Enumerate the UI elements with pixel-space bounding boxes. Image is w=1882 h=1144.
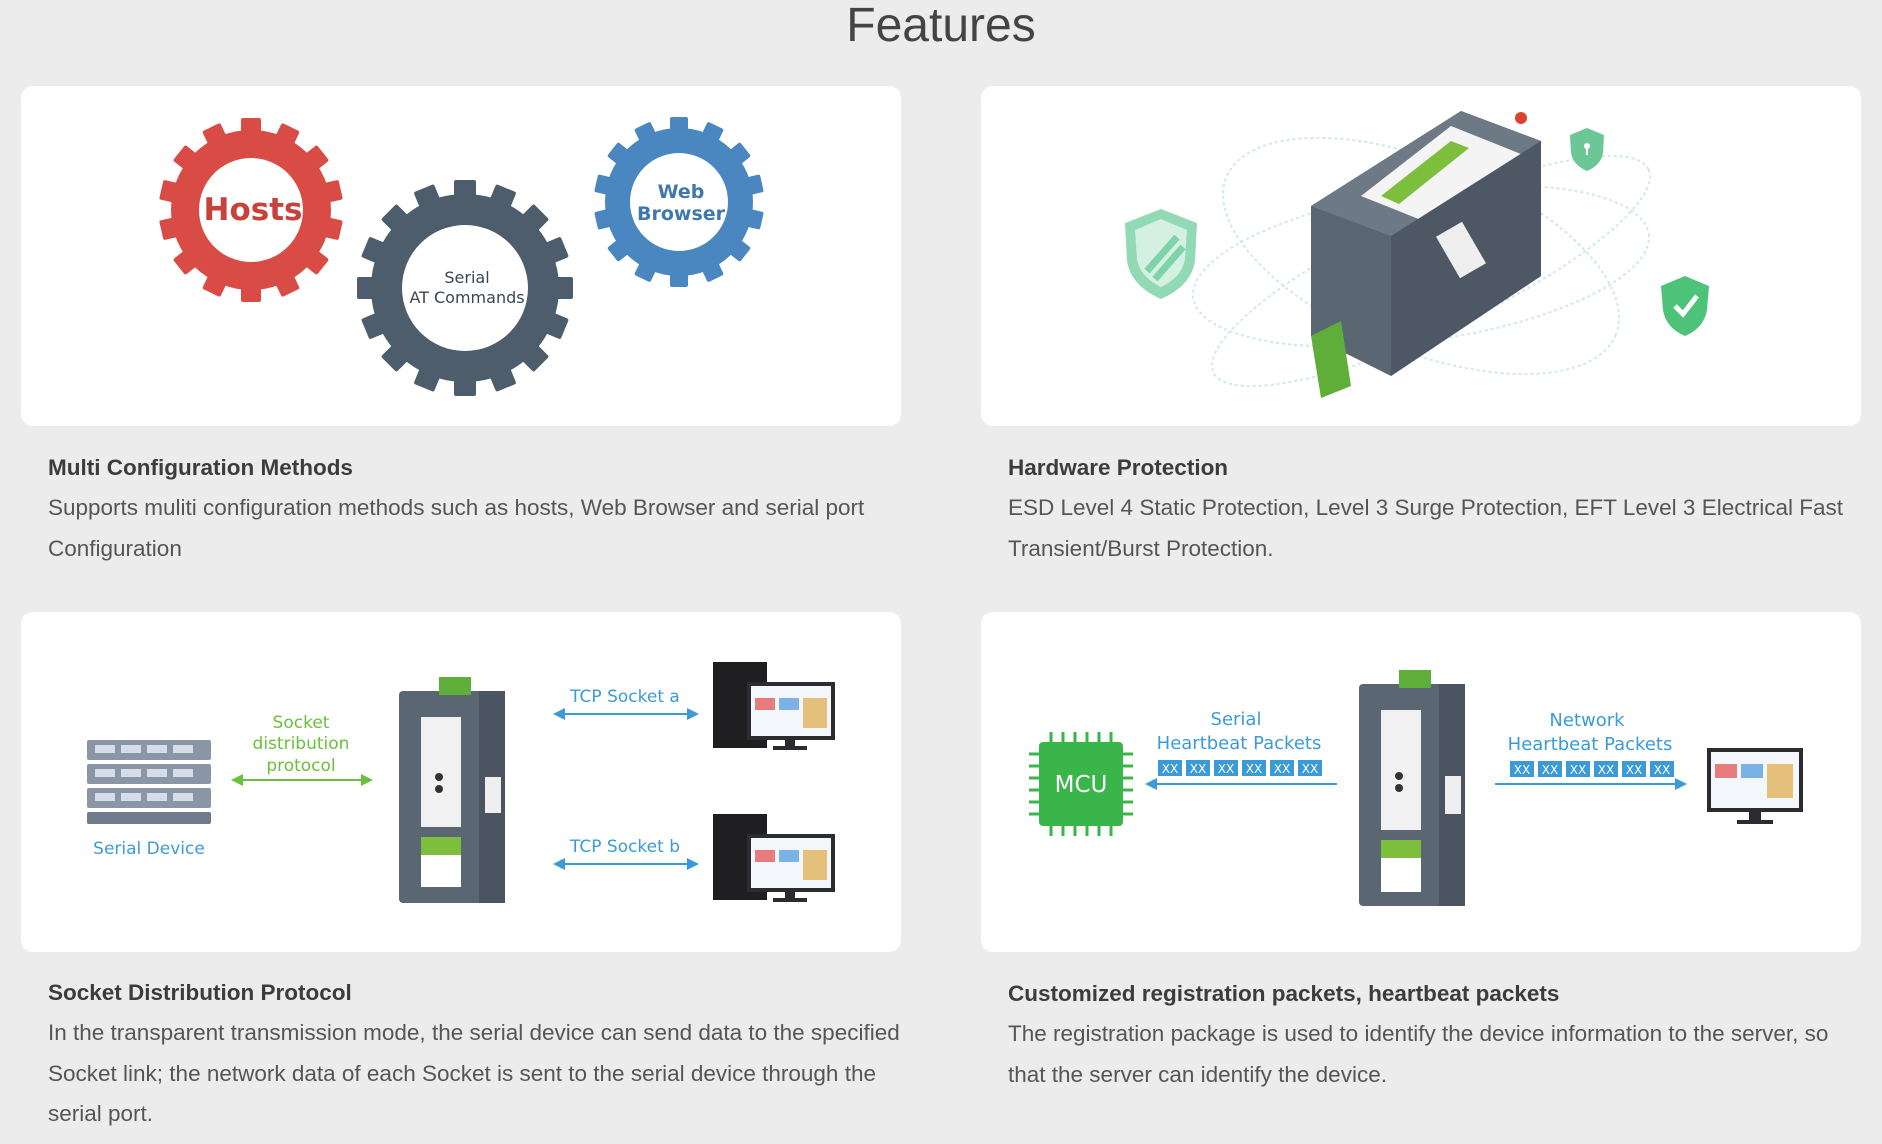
tcp-socket-b-label: TCP Socket b: [569, 837, 680, 857]
packet-label: XX: [1626, 763, 1642, 777]
packet-label: XX: [1302, 762, 1318, 776]
feature-desc-heartbeat: The registration package is used to iden…: [1008, 1021, 1829, 1087]
double-arrow-blue-a-icon: [553, 708, 699, 720]
network-heartbeat-label-2: Heartbeat Packets: [1508, 734, 1673, 755]
packet-label: XX: [1598, 763, 1614, 777]
feature-title-socket-distribution: Socket Distribution Protocol: [48, 980, 352, 1005]
packet-label: XX: [1542, 763, 1558, 777]
packet-box: [1538, 761, 1562, 777]
gear-serial-label-2: AT Commands: [409, 288, 524, 307]
double-arrow-green-icon: [231, 774, 373, 786]
serial-at-gear-icon: Serial AT Commands: [357, 180, 573, 396]
packet-label: XX: [1246, 762, 1262, 776]
shield-stripes-icon: [1125, 209, 1197, 299]
page-title: Features: [846, 0, 1036, 52]
gear-web-label-1: Web: [658, 181, 705, 203]
converter-device-icon: [399, 677, 505, 903]
packet-label: XX: [1190, 762, 1206, 776]
packet-box: [1158, 760, 1182, 776]
packet-box: [1622, 761, 1646, 777]
shield-check-icon: [1661, 276, 1709, 336]
converter-device-icon: [1359, 670, 1465, 906]
packet-box: [1566, 761, 1590, 777]
hosts-gear-icon: Hosts: [159, 118, 343, 302]
din-rail-converter-icon: [1311, 111, 1541, 398]
packet-box: [1510, 761, 1534, 777]
mcu-chip-icon: MCU: [1029, 732, 1133, 836]
packet-box: [1242, 760, 1266, 776]
packet-label: XX: [1570, 763, 1586, 777]
packet-box: [1186, 760, 1210, 776]
arrow-right-icon: [1495, 778, 1687, 790]
mcu-label: MCU: [1055, 772, 1108, 798]
feature-image-multi-config: Hosts Serial AT Commands Web Browser: [21, 86, 901, 426]
feature-desc-multi-config: Supports muliti configuration methods su…: [48, 495, 865, 561]
serial-packets-row: XX XX XX XX XX XX: [1158, 760, 1322, 776]
double-arrow-blue-b-icon: [553, 858, 699, 870]
feature-title-hardware-protection: Hardware Protection: [1008, 455, 1229, 480]
gear-hosts-label: Hosts: [204, 192, 303, 228]
tcp-socket-a-label: TCP Socket a: [569, 687, 680, 707]
socket-label-3: protocol: [266, 756, 335, 776]
computer-b-icon: [713, 814, 835, 902]
feature-image-socket-distribution: Serial Device Socket distribution protoc…: [21, 612, 901, 952]
shield-lock-icon: [1570, 128, 1604, 171]
packet-label: XX: [1162, 762, 1178, 776]
packet-label: XX: [1654, 763, 1670, 777]
packet-box: [1270, 760, 1294, 776]
serial-device-label: Serial Device: [93, 839, 205, 859]
feature-image-hardware-protection: [981, 86, 1861, 426]
packet-box: [1594, 761, 1618, 777]
socket-label-2: distribution: [253, 734, 350, 754]
gear-web-label-2: Browser: [637, 203, 726, 225]
socket-label-1: Socket: [273, 713, 330, 733]
serial-device-server-icon: [87, 740, 211, 824]
web-browser-gear-icon: Web Browser: [594, 117, 764, 287]
packet-box: [1650, 761, 1674, 777]
monitor-icon: [1707, 748, 1803, 824]
network-heartbeat-label-1: Network: [1549, 710, 1625, 731]
gear-serial-label-1: Serial: [444, 268, 489, 287]
feature-title-heartbeat: Customized registration packets, heartbe…: [1008, 981, 1560, 1006]
packet-label: XX: [1274, 762, 1290, 776]
packet-label: XX: [1218, 762, 1234, 776]
packet-box: [1214, 760, 1238, 776]
computer-a-icon: [713, 662, 835, 750]
packet-label: XX: [1514, 763, 1530, 777]
feature-title-multi-config: Multi Configuration Methods: [48, 455, 353, 480]
arrow-left-icon: [1145, 778, 1337, 790]
serial-heartbeat-label-1: Serial: [1211, 709, 1262, 730]
feature-desc-socket-distribution: In the transparent transmission mode, th…: [48, 1020, 900, 1126]
serial-heartbeat-label-2: Heartbeat Packets: [1157, 733, 1322, 754]
packet-box: [1298, 760, 1322, 776]
feature-desc-hardware-protection: ESD Level 4 Static Protection, Level 3 S…: [1008, 495, 1843, 561]
network-packets-row: XX XX XX XX XX XX: [1510, 761, 1674, 777]
